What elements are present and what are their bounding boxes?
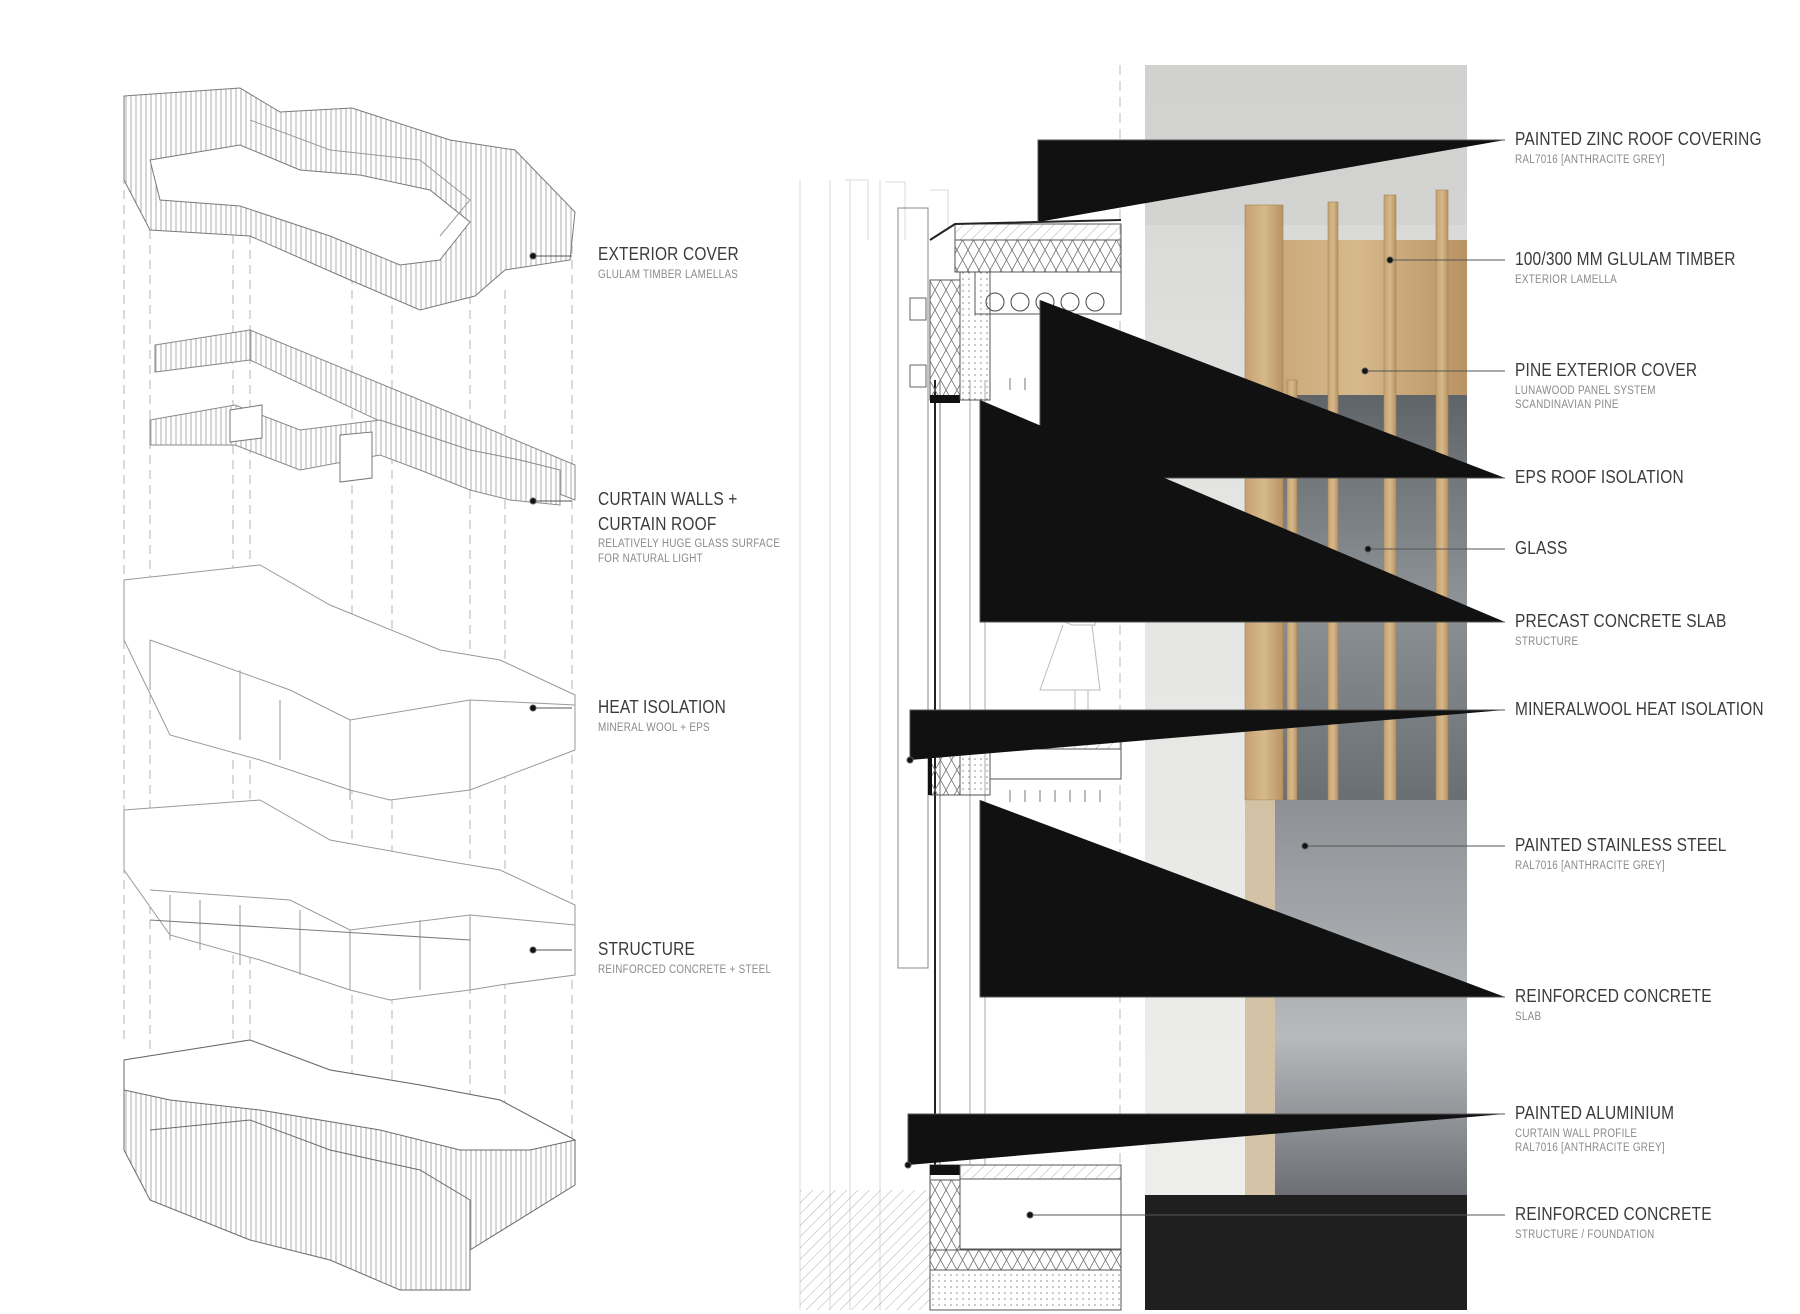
label-subtitle: REINFORCED CONCRETE + STEEL	[598, 963, 772, 976]
label-title: REINFORCED CONCRETE	[1515, 1204, 1712, 1224]
label-glass: GLASS	[1515, 538, 1576, 559]
label-reinforced-slab: REINFORCED CONCRETE SLAB	[1515, 986, 1744, 1024]
label-subtitle: MINERAL WOOL + EPS	[598, 721, 710, 734]
label-mineralwool: MINERALWOOL HEAT ISOLATION	[1515, 699, 1800, 720]
axon-leaders	[529, 252, 572, 954]
label-subtitle: RAL7016 [ANTHRACITE GREY]	[1515, 153, 1665, 166]
label-curtain-walls: CURTAIN WALLS + CURTAIN ROOF RELATIVELY …	[598, 489, 810, 566]
layer-exterior-cover	[123, 87, 576, 311]
label-subtitle: STRUCTURE / FOUNDATION	[1515, 1228, 1655, 1241]
label-title: HEAT ISOLATION	[598, 697, 727, 717]
label-title: PAINTED ZINC ROOF COVERING	[1515, 129, 1762, 149]
label-title: STRUCTURE	[598, 939, 696, 959]
label-subtitle: RELATIVELY HUGE GLASS SURFACE	[598, 538, 781, 551]
label-title: PINE EXTERIOR COVER	[1515, 360, 1698, 380]
label-title: 100/300 MM GLULAM TIMBER	[1515, 249, 1736, 269]
label-exterior-cover: EXTERIOR COVER GLULAM TIMBER LAMELLAS	[598, 244, 762, 282]
label-title-line2: CURTAIN ROOF	[598, 513, 717, 534]
label-subtitle: RAL7016 [ANTHRACITE GREY]	[1515, 1141, 1665, 1154]
label-subtitle: EXTERIOR LAMELLA	[1515, 273, 1617, 286]
section-leaders	[904, 139, 1505, 1219]
label-heat-isolation: HEAT ISOLATION MINERAL WOOL + EPS	[598, 697, 747, 735]
construction-section	[799, 65, 1122, 1311]
label-title: GLASS	[1515, 538, 1568, 558]
label-title: PAINTED ALUMINIUM	[1515, 1103, 1675, 1123]
label-stainless-steel: PAINTED STAINLESS STEEL RAL7016 [ANTHRAC…	[1515, 835, 1761, 873]
label-title: MINERALWOOL HEAT ISOLATION	[1515, 699, 1764, 719]
label-title: CURTAIN WALLS +	[598, 489, 738, 509]
label-subtitle: LUNAWOOD PANEL SYSTEM	[1515, 384, 1656, 397]
layer-heat-isolation	[123, 564, 576, 801]
label-title: EXTERIOR COVER	[598, 244, 739, 264]
label-foundation: REINFORCED CONCRETE STRUCTURE / FOUNDATI…	[1515, 1204, 1744, 1242]
label-eps-roof: EPS ROOF ISOLATION	[1515, 467, 1711, 488]
label-subtitle: SCANDINAVIAN PINE	[1515, 398, 1619, 411]
label-structure: STRUCTURE REINFORCED CONCRETE + STEEL	[598, 939, 799, 977]
label-pine-cover: PINE EXTERIOR COVER LUNAWOOD PANEL SYSTE…	[1515, 360, 1727, 412]
label-precast-slab: PRECAST CONCRETE SLAB STRUCTURE	[1515, 611, 1761, 649]
label-subtitle: GLULAM TIMBER LAMELLAS	[598, 268, 739, 281]
label-zinc-roof: PAINTED ZINC ROOF COVERING RAL7016 [ANTH…	[1515, 129, 1800, 167]
layer-curtain-walls	[149, 329, 576, 506]
label-title: PAINTED STAINLESS STEEL	[1515, 835, 1727, 855]
label-subtitle: SLAB	[1515, 1010, 1542, 1023]
exploded-axonometric	[123, 87, 577, 1291]
label-title: EPS ROOF ISOLATION	[1515, 467, 1684, 487]
label-title: REINFORCED CONCRETE	[1515, 986, 1712, 1006]
layer-base	[123, 1039, 577, 1291]
label-aluminium: PAINTED ALUMINIUM CURTAIN WALL PROFILE R…	[1515, 1103, 1700, 1155]
label-subtitle: STRUCTURE	[1515, 635, 1579, 648]
label-subtitle: CURTAIN WALL PROFILE	[1515, 1127, 1638, 1140]
label-glulam-timber: 100/300 MM GLULAM TIMBER EXTERIOR LAMELL…	[1515, 249, 1772, 287]
label-title: PRECAST CONCRETE SLAB	[1515, 611, 1727, 631]
label-subtitle: FOR NATURAL LIGHT	[598, 552, 703, 565]
layer-structure	[123, 799, 576, 1001]
label-subtitle: RAL7016 [ANTHRACITE GREY]	[1515, 859, 1665, 872]
